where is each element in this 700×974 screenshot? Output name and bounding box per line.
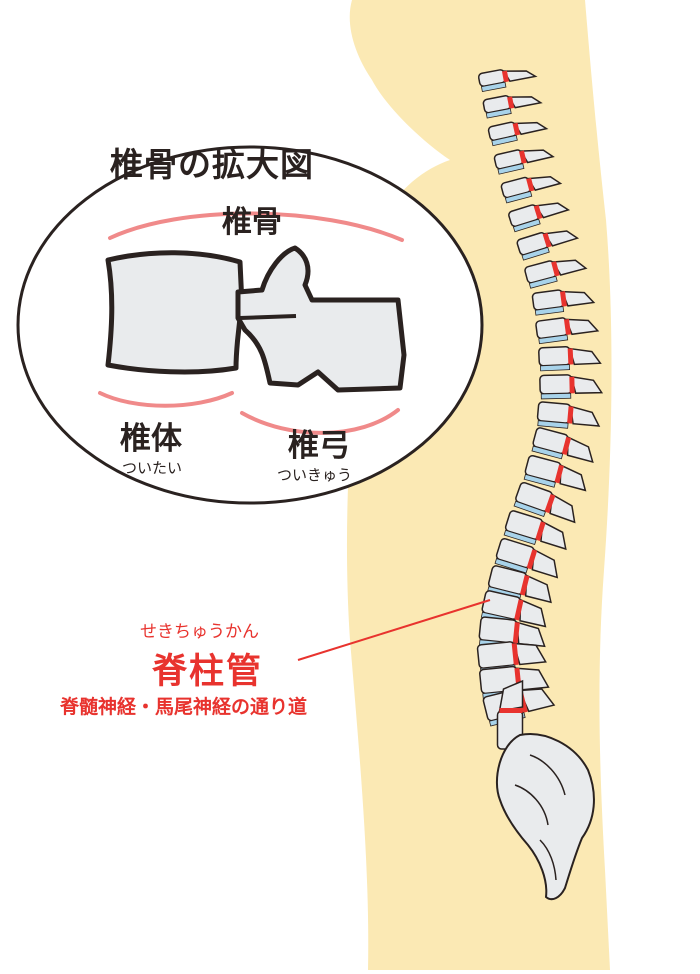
vertebra (524, 259, 588, 289)
intervertebral-disc (503, 529, 537, 546)
label-vertebral-arch-reading: ついきゅう (277, 466, 353, 484)
intervertebral-disc (494, 558, 529, 574)
intervertebral-disc (531, 445, 564, 460)
vertebral-body (539, 374, 573, 395)
intervertebral-disc (485, 108, 512, 119)
vertebra (503, 510, 567, 551)
intervertebral-disc (528, 275, 558, 289)
zoom-title: 椎骨の拡大図 (110, 145, 314, 184)
vertebral-body (536, 401, 572, 424)
label-spinal-canal-description: 脊髄神経・馬尾神経の通り道 (60, 696, 308, 718)
spinal-canal-segment (507, 96, 515, 109)
spinal-canal-segment (542, 232, 552, 248)
vertebra (516, 230, 580, 261)
spinal-canal-segment (567, 348, 574, 365)
vertebral-body-shape (105, 250, 245, 375)
spinal-canal-segment (554, 464, 564, 484)
label-spinal-canal: 脊柱管 (152, 652, 264, 692)
intervertebral-disc (540, 392, 572, 400)
spinal-canal-segment (526, 549, 538, 570)
vertebra (531, 427, 594, 464)
vertebra (539, 374, 604, 400)
vertebra (477, 69, 538, 93)
vertebra (538, 345, 602, 372)
spinal-canal-segment (544, 494, 556, 514)
vertebra-bracket (108, 211, 404, 242)
spinal-canal-segment (512, 622, 520, 644)
body-bracket (98, 391, 234, 408)
vertebra (508, 202, 571, 233)
spinal-canal-segment (499, 708, 523, 713)
vertebral-body (476, 641, 517, 669)
vertebra (523, 454, 587, 492)
intervertebral-disc (513, 500, 546, 518)
intervertebral-disc (491, 134, 518, 147)
arch-bracket (240, 408, 400, 435)
sacrum-detail (514, 754, 566, 881)
vertebra (513, 481, 576, 524)
spinal-canal-segment (533, 205, 543, 220)
arch-inner-line (239, 314, 297, 320)
vertebra (487, 565, 552, 604)
spinal-canal-segment (569, 376, 575, 394)
spinal-canal-segment (535, 521, 546, 541)
intervertebral-disc (537, 420, 569, 429)
spinal-canal-segment (567, 406, 574, 424)
vertebra (487, 121, 549, 147)
spinal-canal-segment (526, 177, 535, 192)
spinal-canal-segment (519, 575, 530, 596)
intervertebral-disc (521, 246, 550, 261)
vertebra (535, 317, 600, 345)
intervertebral-disc (539, 364, 571, 372)
intervertebral-disc (497, 163, 525, 175)
vertebra (478, 616, 546, 649)
vertebra (493, 149, 555, 175)
spinal-canal-segment (560, 291, 567, 307)
spinal-canal-segment (512, 122, 521, 136)
vertebra (500, 176, 563, 204)
spinal-canal-segment (519, 150, 527, 164)
label-vertebral-body-reading: ついたい (122, 459, 183, 477)
label-vertebra: 椎骨 (222, 205, 282, 240)
spinal-canal-segment (511, 643, 519, 666)
intervertebral-disc (538, 334, 569, 345)
intervertebral-disc (512, 218, 541, 233)
intervertebral-disc (534, 306, 565, 316)
spine (476, 69, 604, 750)
spinal-canal-leader (297, 599, 491, 661)
spinal-canal-segment (561, 436, 572, 456)
spinal-canal-segment (563, 319, 571, 336)
label-vertebral-arch: 椎弓 (288, 428, 350, 464)
spinal-canal-segment (551, 261, 560, 277)
vertebra (494, 537, 559, 579)
vertebra (531, 289, 596, 316)
label-spinal-canal-reading: せきちゅうかん (140, 622, 259, 642)
vertebra (536, 401, 601, 429)
intervertebral-disc (504, 190, 533, 204)
label-vertebral-body: 椎体 (120, 421, 182, 457)
vertebral-arch-shape (235, 245, 407, 393)
intervertebral-disc (480, 81, 507, 93)
vertebral-body (538, 345, 571, 367)
spinal-canal-segment (501, 70, 509, 83)
vertebral-body (478, 616, 518, 644)
intervertebral-disc (523, 473, 556, 488)
vertebra (482, 95, 543, 119)
spinal-canal-segment (514, 599, 524, 621)
